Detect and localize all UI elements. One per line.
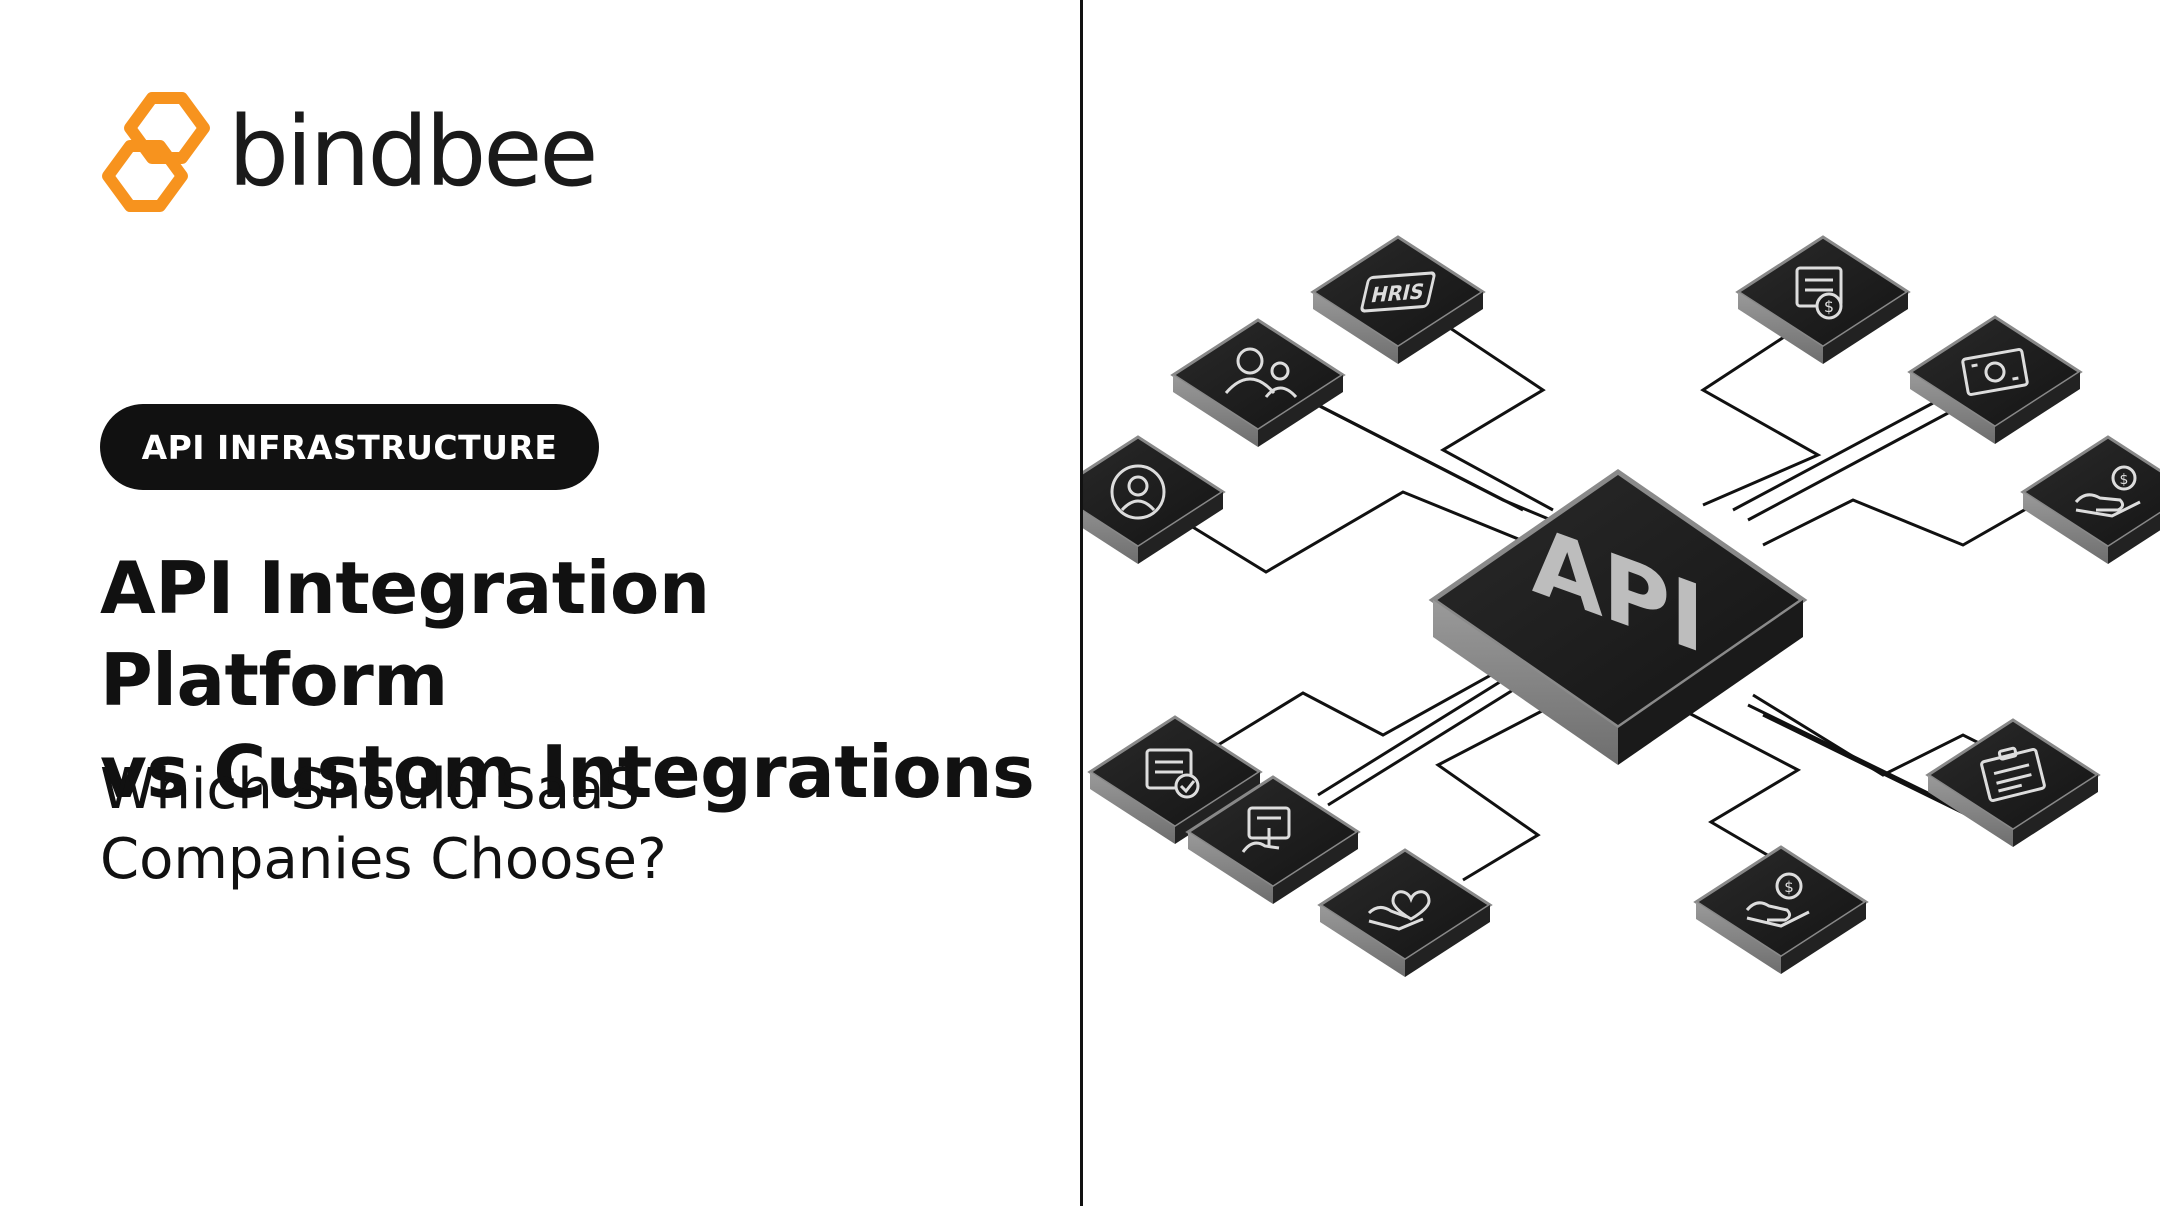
tile-invoice[interactable]: $ <box>1735 235 1911 364</box>
brand-logo[interactable]: bindbee <box>100 92 598 212</box>
tile-money-bill[interactable] <box>1907 315 2083 444</box>
api-hub[interactable]: API <box>1428 468 1808 765</box>
tile-hris[interactable]: HRIS <box>1310 235 1486 364</box>
hand-dollar-icon: $ <box>2074 465 2141 518</box>
title-line-2: vs Custom Integrations <box>100 730 1035 814</box>
checklist-icon <box>1145 748 1200 799</box>
tile-payment-terminal[interactable] <box>1185 775 1361 904</box>
api-network-diagram: HRIS <box>1083 235 2160 977</box>
category-badge: API INFRASTRUCTURE <box>100 404 599 490</box>
money-bill-icon <box>1961 348 2029 396</box>
integration-tiles: HRIS <box>1083 235 2160 977</box>
subtitle-line-2: Companies Choose? <box>100 827 667 892</box>
bindbee-logo-icon <box>102 92 210 212</box>
svg-text:$: $ <box>1784 878 1794 896</box>
tile-hand-heart[interactable] <box>1317 848 1493 977</box>
vertical-divider <box>1080 0 1083 1206</box>
tile-hand-dollar[interactable]: $ <box>2020 435 2160 564</box>
left-panel: bindbee API INFRASTRUCTURE API Integrati… <box>100 92 1080 895</box>
hand-heart-icon <box>1367 890 1431 931</box>
svg-text:$: $ <box>1824 297 1834 316</box>
tile-user-profile[interactable] <box>1083 435 1226 564</box>
user-profile-icon <box>1110 464 1166 520</box>
clipboard-list-icon <box>1980 746 2046 803</box>
page-title: API Integration Platform vs Custom Integ… <box>100 542 1080 818</box>
invoice-dollar-icon: $ <box>1795 266 1843 320</box>
hris-icon: HRIS <box>1360 271 1436 313</box>
hand-coin-icon: $ <box>1745 872 1810 928</box>
tile-clipboard-list[interactable] <box>1925 718 2101 847</box>
category-badge-label: API INFRASTRUCTURE <box>141 427 558 467</box>
tile-people[interactable] <box>1170 318 1346 447</box>
subtitle-line-1: Which Should SaaS <box>100 757 640 822</box>
svg-text:$: $ <box>2120 472 2129 488</box>
page-subtitle: Which Should SaaS Companies Choose? <box>100 755 667 895</box>
title-line-1: API Integration Platform <box>100 546 710 722</box>
payment-terminal-icon <box>1241 806 1291 853</box>
hris-label: HRIS <box>1369 279 1427 307</box>
people-icon <box>1224 347 1298 399</box>
brand-name: bindbee <box>228 96 598 208</box>
tile-hand-coin[interactable]: $ <box>1693 845 1869 974</box>
